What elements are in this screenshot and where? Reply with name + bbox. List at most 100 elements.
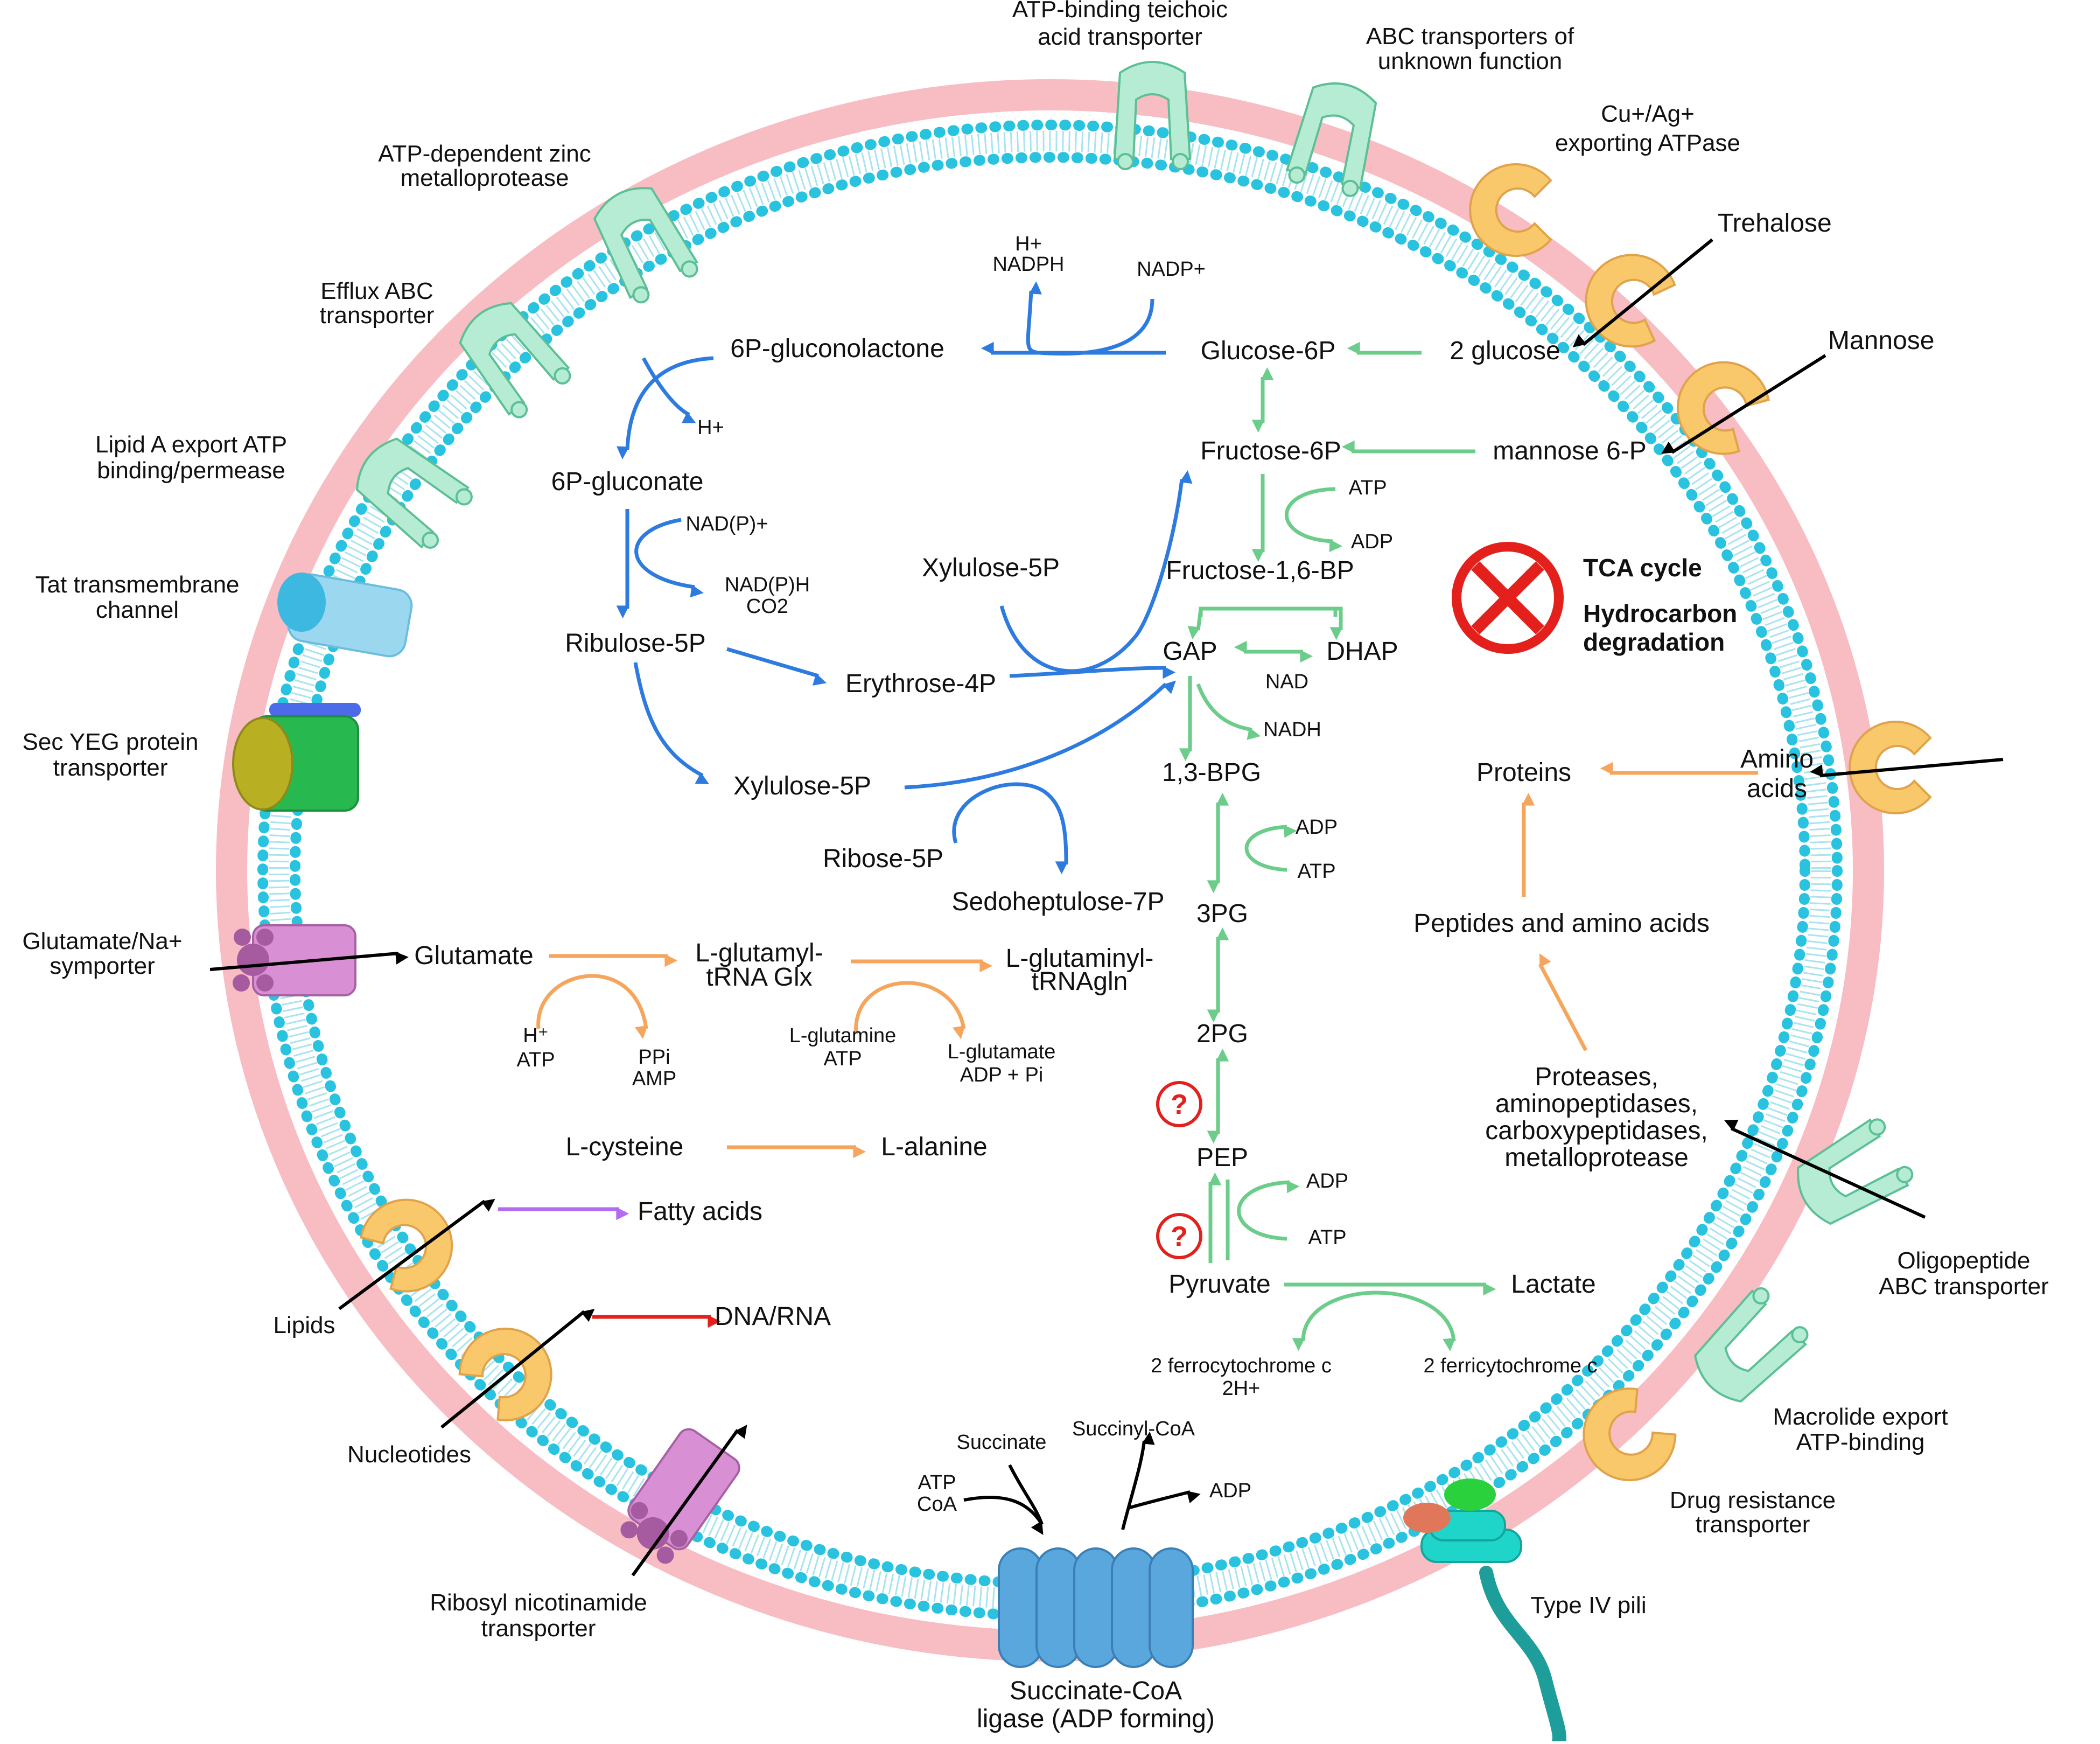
trehalose-label: Trehalose: [1718, 209, 1832, 238]
two-h-plus-label: 2H+: [1222, 1377, 1261, 1400]
glutamate-na-label-1: Glutamate/Na+: [22, 928, 182, 954]
pentose-labels: H+ NADPH NADP+ 6P-gluconolactone H+ 6P-g…: [551, 233, 1206, 916]
glutamate-adp-label-2: ADP + Pi: [960, 1064, 1044, 1086]
unknown-label-2: ?: [1171, 1221, 1188, 1252]
transport-arrows: [209, 238, 2004, 1576]
glutamyl-label-1: L-glutamyl-: [695, 939, 823, 967]
drug-resistance-transporter-icon: [1583, 1387, 1677, 1482]
type-iv-pili-icon: [1403, 1478, 1566, 1744]
tat-label-1: Tat transmembrane: [35, 571, 239, 598]
mannose6p-label: mannose 6-P: [1493, 437, 1647, 465]
teichoic-acid-transporter-icon: [1113, 61, 1192, 170]
pyruvate-label: Pyruvate: [1168, 1270, 1270, 1299]
gluconolactone-label: 6P-gluconolactone: [730, 334, 944, 363]
lipids-label: Lipids: [274, 1312, 335, 1338]
pg3-label: 3PG: [1196, 899, 1248, 928]
amino-labels: Glutamate L-glutamyl- tRNA Glx L-glutami…: [414, 939, 1153, 1161]
amino-acid-arrows: [536, 762, 1758, 1159]
dhap-label: DHAP: [1326, 637, 1398, 666]
hydrocarbon-label-1: Hydrocarbon: [1583, 599, 1737, 627]
hydrocarbon-label-2: degradation: [1583, 628, 1725, 656]
amino-acids-label-2: acids: [1747, 775, 1807, 803]
erythrose-label: Erythrose-4P: [845, 669, 996, 698]
glutamate-na-label-2: symporter: [50, 953, 155, 979]
fatty-acids-label: Fatty acids: [638, 1197, 762, 1226]
pentose-phosphate-arrows: [616, 281, 1193, 875]
ribosyl-label-1: Ribosyl nicotinamide: [430, 1589, 647, 1616]
succinate-label: Succinate: [957, 1431, 1047, 1454]
ribosyl-label-2: transporter: [481, 1615, 596, 1642]
macrolide-label-1: Macrolide export: [1773, 1404, 1948, 1430]
atp-label-4: ATP: [823, 1048, 862, 1070]
adp-label-2: ADP: [1296, 816, 1338, 839]
glutamate-adp-label-1: L-glutamate: [948, 1041, 1056, 1063]
ferri-label: 2 ferricytochrome c: [1423, 1355, 1597, 1377]
protein-labels: Proteins Peptides and amino acids Protea…: [1413, 758, 1710, 1172]
sec-yeg-label-2: transporter: [53, 755, 168, 781]
peptides-label: Peptides and amino acids: [1413, 909, 1710, 938]
zinc-protease-label-1: ATP-dependent zinc: [378, 141, 591, 167]
cu-ag-atpase-icon: [1469, 163, 1552, 257]
dna-rna-label: DNA/RNA: [715, 1302, 831, 1331]
nadph-label: NADPH: [992, 253, 1064, 276]
drug-resistance-label-2: transporter: [1696, 1511, 1810, 1538]
sec-yeg-icon: [232, 703, 361, 812]
abc-unknown-label-1: ABC transporters of: [1366, 23, 1574, 50]
two-glucose-label: 2 glucose: [1450, 337, 1560, 365]
atp-label-1: ATP: [1348, 477, 1387, 499]
succinate-coa-ligase-icon: [998, 1547, 1194, 1668]
sedoheptulose-label: Sedoheptulose-7P: [952, 888, 1165, 916]
oligopeptide-label-2: ABC transporter: [1879, 1273, 2048, 1300]
nucleotides-label: Nucleotides: [347, 1441, 471, 1468]
membrane-labels: ATP-binding teichoic acid transporter AB…: [22, 0, 2048, 1733]
cu-ag-label-1: Cu+/Ag+: [1601, 101, 1695, 127]
macrolide-export-icon: [1693, 1287, 1809, 1403]
cysteine-label: L-cysteine: [566, 1133, 684, 1161]
ribulose-label: Ribulose-5P: [565, 629, 705, 658]
nad-label: NAD: [1265, 671, 1308, 693]
proteins-label: Proteins: [1476, 758, 1571, 787]
nadh-label: NADH: [1263, 718, 1321, 741]
coa-label: CoA: [917, 1493, 957, 1516]
h-atp-label-2: ATP: [516, 1049, 555, 1071]
proteases-label-1: Proteases,: [1535, 1063, 1658, 1091]
lipid-a-label-1: Lipid A export ATP: [95, 431, 287, 458]
glutaminyl-label-1: L-glutaminyl-: [1006, 944, 1154, 973]
efflux-abc-transporter-icon: [459, 302, 571, 418]
gap-label: GAP: [1163, 637, 1217, 666]
atp-label-3: ATP: [1308, 1226, 1346, 1249]
glycolysis-arrows: [1179, 341, 1496, 1351]
succinate-ligase-label-2: ligase (ADP forming): [977, 1705, 1215, 1733]
proteases-label-4: metalloprotease: [1504, 1143, 1689, 1172]
absent-pathway-icon: [1452, 542, 1564, 654]
lipid-a-export-icon: [355, 437, 473, 549]
mannose-label: Mannose: [1828, 326, 1934, 355]
fructose6p-label: Fructose-6P: [1200, 437, 1341, 465]
h-atp-label-1: H⁺: [523, 1024, 549, 1047]
glutamine-label: L-glutamine: [789, 1024, 897, 1047]
absent-labels: TCA cycle Hydrocarbon degradation: [1583, 554, 1737, 656]
zinc-metalloprotease-icon: [593, 187, 698, 304]
f16bp-label: Fructose-1,6-BP: [1166, 556, 1354, 585]
nadph-label-2: NAD(P)H: [725, 574, 810, 596]
nadp-label: NADP+: [1137, 258, 1206, 281]
amp-label: AMP: [632, 1068, 676, 1090]
macrolide-label-2: ATP-binding: [1796, 1429, 1925, 1455]
lipid-tails: [269, 131, 1831, 1610]
mannose-transporter-icon: [1676, 361, 1770, 455]
glutamyl-label-2: tRNA Glx: [706, 963, 812, 992]
alanine-label: L-alanine: [881, 1133, 987, 1161]
abc-unknown-label-2: unknown function: [1378, 48, 1562, 74]
glutamate-label: Glutamate: [414, 941, 533, 970]
amino-acids-label-1: Amino: [1740, 745, 1814, 773]
lactate-label: Lactate: [1511, 1270, 1595, 1299]
product-labels: Fatty acids DNA/RNA: [638, 1197, 831, 1331]
lipid-transporter-icon: [360, 1198, 453, 1293]
efflux-abc-label-1: Efflux ABC: [320, 278, 433, 304]
cu-ag-label-2: exporting ATPase: [1555, 130, 1740, 156]
proteases-label-3: carboxypeptidases,: [1485, 1117, 1708, 1145]
glycolysis-labels: Glucose-6P 2 glucose Fructose-6P mannose…: [1151, 337, 1647, 1400]
pep-label: PEP: [1196, 1143, 1248, 1172]
